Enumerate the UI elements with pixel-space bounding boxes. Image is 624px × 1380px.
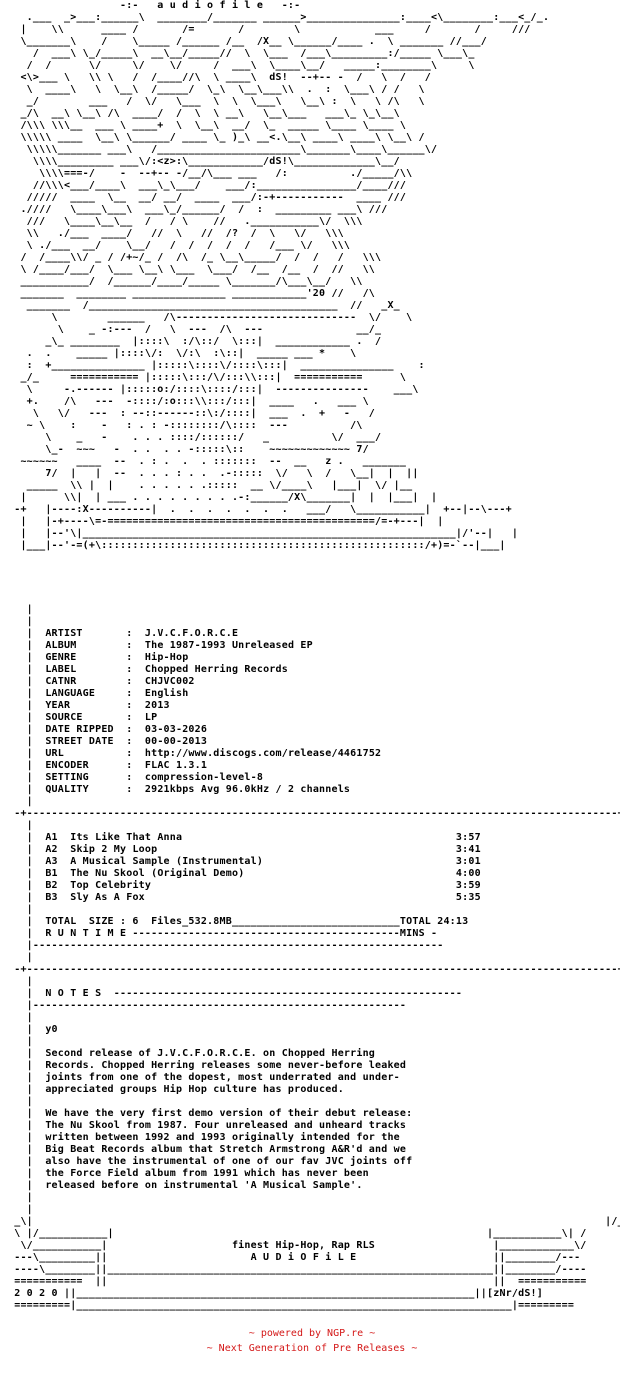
notes-p2-line-5: the Force Field album from 1991 which ha…: [45, 1168, 369, 1179]
info-label-record_label: LABEL: [45, 664, 127, 675]
track-pos-2: A3: [45, 856, 58, 867]
info-value-catnr: CHJVC002: [144, 676, 195, 687]
info-value-album: The 1987-1993 Unreleased EP: [144, 640, 313, 651]
notes-p1-line-1: Records. Chopped Herring releases some n…: [45, 1060, 407, 1071]
track-title-4: Top Celebrity: [70, 880, 152, 891]
info-value-source: LP: [144, 712, 158, 723]
notes-greeting: y0: [45, 1024, 58, 1035]
track-time-3: 4:00: [455, 868, 481, 879]
notes-p1-line-2: joints from one of the dopest, most unde…: [45, 1072, 400, 1083]
track-title-1: Skip 2 My Loop: [70, 844, 158, 855]
notes-p1-line-3: appreciated groups Hip Hop culture has p…: [45, 1084, 344, 1095]
track-title-0: Its Like That Anna: [70, 832, 183, 843]
info-label-street_date: STREET DATE: [45, 736, 127, 747]
info-value-record_label: Chopped Herring Records: [144, 664, 288, 675]
info-value-quality: 2921kbps Avg 96.0kHz / 2 channels: [144, 784, 351, 795]
notes-p2-line-4: also have the instrumental of one of our…: [45, 1156, 413, 1167]
track-title-5: Sly As A Fox: [70, 892, 145, 903]
header-title: -:- a u d i o f i l e -:-: [8, 0, 620, 11]
track-pos-3: B1: [45, 868, 58, 879]
info-label-date_ripped: DATE RIPPED: [45, 724, 127, 735]
footer-powered-by: ~ powered by NGP.re ~: [248, 1328, 376, 1339]
track-pos-4: B2: [45, 880, 58, 891]
info-value-year: 2013: [144, 700, 170, 711]
info-value-setting: compression-level-8: [144, 772, 264, 783]
total-size: TOTAL SIZE : 6 Files_532.8MB: [45, 916, 232, 927]
notes-p2-line-2: written between 1992 and 1993 originally…: [45, 1132, 400, 1143]
track-time-2: 3:01: [455, 856, 481, 867]
info-value-date_ripped: 03-03-2026: [144, 724, 208, 735]
footer-tagline: ~ Next Generation of Pre Releases ~: [206, 1343, 418, 1354]
info-label-artist: ARTIST: [45, 628, 127, 639]
runtime-label: R U N T I M E: [45, 928, 127, 939]
track-pos-1: A2: [45, 844, 58, 855]
notes-heading: N O T E S: [45, 988, 102, 999]
info-label-encoder: ENCODER: [45, 760, 127, 771]
info-value-genre: Hip-Hop: [144, 652, 189, 663]
notes-p2-line-3: Big Beat Records album that Stretch Arms…: [45, 1144, 407, 1155]
track-time-1: 3:41: [455, 844, 481, 855]
track-pos-5: B3: [45, 892, 58, 903]
bottom-year: 2 0 2 0: [14, 1288, 58, 1299]
info-label-genre: GENRE: [45, 652, 127, 663]
track-title-2: A Musical Sample (Instrumental): [70, 856, 264, 867]
track-pos-0: A1: [45, 832, 58, 843]
notes-p1-line-0: Second release of J.V.C.F.O.R.C.E. on Ch…: [45, 1048, 376, 1059]
mins-label: MINS: [399, 928, 425, 939]
track-time-5: 5:35: [455, 892, 481, 903]
info-label-album: ALBUM: [45, 640, 127, 651]
track-time-4: 3:59: [455, 880, 481, 891]
bottom-credit: [zNr/dS!]: [487, 1288, 543, 1299]
info-value-language: English: [144, 688, 189, 699]
info-value-street_date: 00-00-2013: [144, 736, 208, 747]
info-value-url[interactable]: http://www.discogs.com/release/4461752: [144, 748, 382, 759]
bottom-line2: A U D i O F i L E: [250, 1252, 357, 1263]
info-label-quality: QUALITY: [45, 784, 127, 795]
info-label-url: URL: [45, 748, 127, 759]
notes-p2-line-0: We have the very first demo version of t…: [45, 1108, 413, 1119]
nfo-body: | | | ARTIST : J.V.C.F.O.R.C.E | ALBUM :…: [14, 604, 620, 1311]
total-time: TOTAL 24:13: [399, 916, 469, 927]
info-value-artist: J.V.C.F.O.R.C.E: [144, 628, 239, 639]
info-label-year: YEAR: [45, 700, 127, 711]
track-title-3: The Nu Skool (Original Demo): [70, 868, 245, 879]
bottom-line1: finest Hip-Hop, Rap RLS: [231, 1240, 376, 1251]
notes-p2-line-6: released before on instrumental 'A Music…: [45, 1180, 363, 1191]
info-label-catnr: CATNR: [45, 676, 127, 687]
info-label-source: SOURCE: [45, 712, 127, 723]
info-value-encoder: FLAC 1.3.1: [144, 760, 208, 771]
info-label-language: LANGUAGE: [45, 688, 127, 699]
info-label-setting: SETTING: [45, 772, 127, 783]
ascii-art-header: -:- a u d i o f i l e -:- .___ _>___:___…: [8, 0, 620, 604]
track-time-0: 3:57: [455, 832, 481, 843]
notes-p2-line-1: The Nu Skool from 1987. Four unreleased …: [45, 1120, 407, 1131]
